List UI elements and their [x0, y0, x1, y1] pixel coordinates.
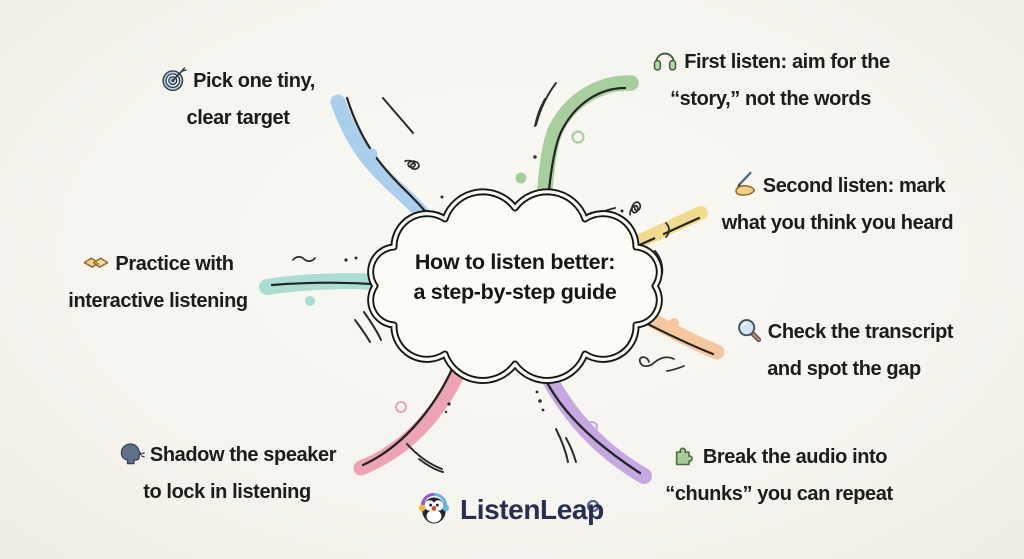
- pink-ring: [395, 401, 407, 413]
- node-check-transcript-line2: and spot the gap: [767, 358, 921, 380]
- node-check-transcript-line1: Check the transcript: [767, 321, 954, 343]
- headphones-icon: [651, 46, 679, 84]
- brand-lockup: ListenLeap: [415, 488, 604, 531]
- node-second-listen: Second listen: mark what you think you h…: [700, 170, 975, 239]
- node-interactive-practice-line1: Practice with: [115, 253, 234, 275]
- yellow-dot: [654, 231, 664, 241]
- center-title-line1: How to listen better:: [414, 250, 616, 274]
- teal-dot: [305, 296, 315, 306]
- magnifier-icon: [735, 316, 763, 354]
- center-cloud: [367, 188, 663, 384]
- node-pick-target-line1: Pick one tiny,: [193, 70, 315, 92]
- penguin-headphones-icon: [415, 488, 453, 531]
- node-second-listen-line2: what you think you heard: [721, 212, 954, 234]
- target-icon: [161, 66, 188, 103]
- node-first-listen: First listen: aim for the “story,” not t…: [628, 46, 913, 115]
- navy-ring: [586, 499, 600, 513]
- node-shadow-speaker: Shadow the speaker to lock in listening: [98, 440, 356, 508]
- node-first-listen-line1: First listen: aim for the: [684, 51, 890, 73]
- doodles-purple-area: [535, 390, 600, 513]
- node-break-chunks-line2: “chunks” you can repeat: [665, 483, 893, 505]
- speaking-head-icon: [118, 440, 145, 477]
- green-dot: [515, 172, 527, 184]
- node-break-chunks-line1: Break the audio into: [702, 446, 888, 468]
- node-interactive-practice: Practice with interactive listening: [48, 248, 268, 317]
- doodles-teal-area: [292, 256, 382, 343]
- node-second-listen-line1: Second listen: mark: [762, 175, 946, 197]
- node-shadow-speaker-line2: to lock in listening: [143, 481, 311, 503]
- purple-ring: [586, 421, 598, 433]
- doodles-blue-area: [366, 148, 444, 199]
- center-title-line2: a step-by-step guide: [413, 280, 617, 304]
- node-break-chunks: Break the audio into “chunks” you can re…: [645, 442, 913, 510]
- node-pick-target-line2: clear target: [186, 107, 290, 129]
- node-first-listen-line2: “story,” not the words: [670, 88, 871, 110]
- writing-hand-icon: [730, 170, 758, 208]
- node-check-transcript: Check the transcript and spot the gap: [715, 316, 973, 385]
- blue-dot: [366, 148, 378, 160]
- green-ring: [571, 130, 585, 144]
- orange-dot: [669, 318, 679, 328]
- brand-name: ListenLeap: [460, 493, 604, 525]
- node-pick-target: Pick one tiny, clear target: [138, 66, 338, 134]
- doodles-green-area: [515, 130, 585, 184]
- node-shadow-speaker-line1: Shadow the speaker: [149, 444, 337, 466]
- center-title: How to listen better: a step-by-step gui…: [390, 247, 640, 307]
- puzzle-icon: [671, 442, 698, 479]
- handshake-icon: [82, 248, 110, 286]
- node-interactive-practice-line2: interactive listening: [68, 290, 248, 312]
